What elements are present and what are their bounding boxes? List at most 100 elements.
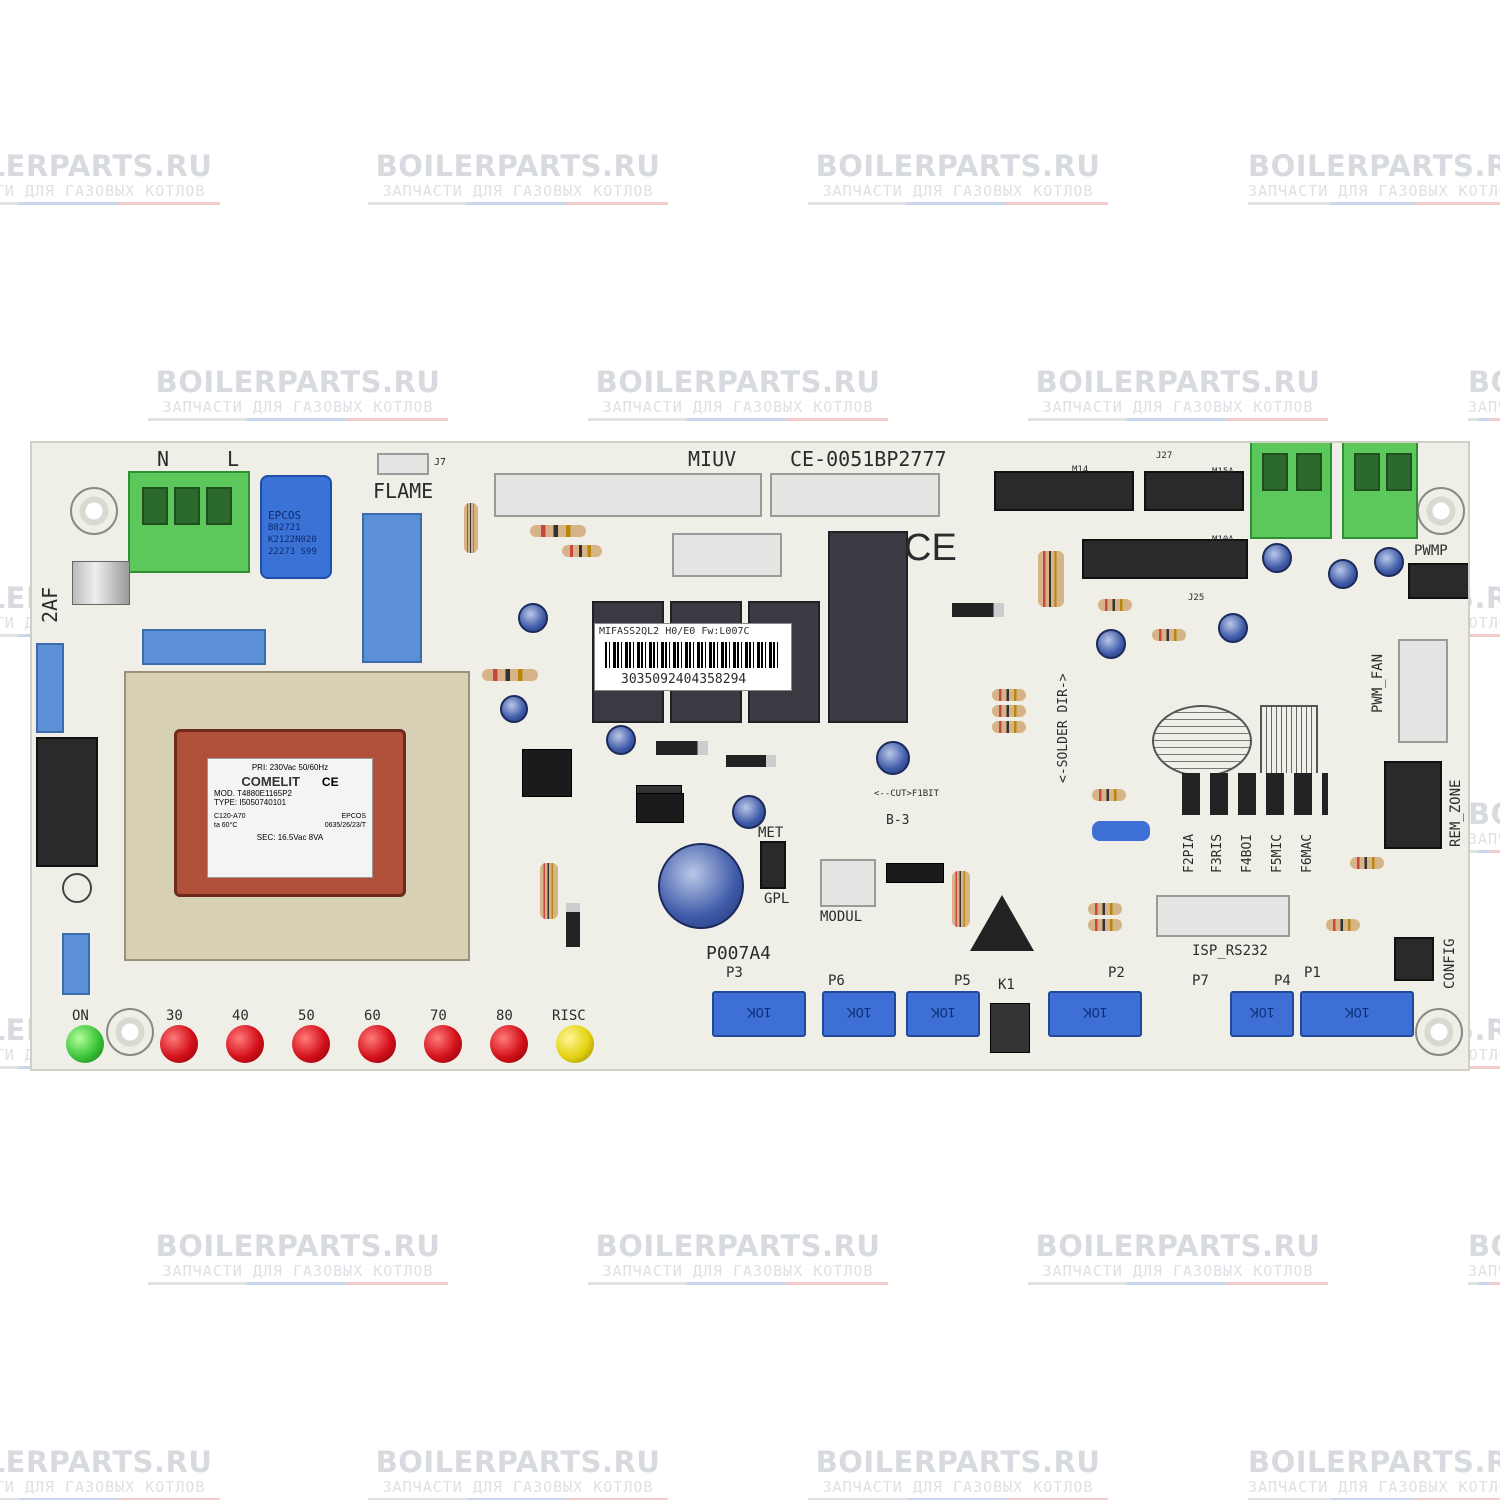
flame-connector: [377, 453, 429, 475]
resistor: [530, 525, 586, 537]
led-temp: [160, 1025, 198, 1063]
led-label: 50: [298, 1008, 315, 1024]
live-label: L: [227, 447, 240, 471]
circuit-board: N L EPCOS B82721 K2122N020 22273 S99 J7 …: [30, 441, 1470, 1071]
led-temp: [358, 1025, 396, 1063]
crystal: [1092, 821, 1150, 841]
led-label: 40: [232, 1008, 249, 1024]
potentiometer-p6: 10K: [822, 991, 896, 1037]
led-label: 70: [430, 1008, 447, 1024]
ground-icon: [62, 873, 92, 903]
ce-code-label: CE-0051BP2777: [790, 447, 947, 471]
electrolytic-capacitor: [658, 843, 744, 929]
transformer: PRI: 230Vac 50/60Hz COMELIT CE MOD. T488…: [124, 671, 470, 961]
pot-label-p6: P6: [828, 973, 845, 989]
x-capacitor: [62, 933, 90, 995]
isp-label: ISP_RS232: [1192, 943, 1268, 959]
relay: [828, 531, 908, 723]
transformer-label: PRI: 230Vac 50/60Hz COMELIT CE MOD. T488…: [207, 758, 373, 878]
model-label: MIUV: [688, 447, 737, 471]
electrolytic-capacitor: [876, 741, 910, 775]
connector-m14: [994, 471, 1134, 511]
diode: [726, 755, 776, 767]
x-capacitor: [362, 513, 422, 663]
pump-terminal: [1250, 443, 1332, 539]
pwm-fan-label: PWM_FAN: [1370, 653, 1386, 713]
led-temp: [490, 1025, 528, 1063]
isp-connector: [1156, 895, 1290, 937]
mounting-hole: [1415, 1008, 1463, 1056]
electrolytic-capacitor: [606, 725, 636, 755]
resistor: [992, 689, 1026, 701]
nord-gas-logo: [1152, 705, 1252, 777]
potentiometer-p1: 10K: [1300, 991, 1414, 1037]
electrolytic-capacitor: [1328, 559, 1358, 589]
connector-small: [672, 533, 782, 577]
power-transistor: [636, 793, 684, 823]
barcode: [605, 642, 781, 668]
config-label: CONFIG: [1442, 938, 1458, 989]
met-label: MET: [758, 825, 784, 841]
resistor: [1152, 629, 1186, 641]
m18-label: J7: [434, 457, 447, 468]
j25-label: J25: [1188, 593, 1205, 603]
side-connector: [36, 737, 98, 867]
mounting-hole: [106, 1008, 154, 1056]
comelit-logo: COMELIT: [241, 774, 300, 789]
transformer-core: PRI: 230Vac 50/60Hz COMELIT CE MOD. T488…: [174, 729, 406, 897]
modul-label: MODUL: [820, 909, 863, 925]
resistor: [1326, 919, 1360, 931]
nord-gas-logo-square: [1260, 705, 1318, 777]
pot-label-p2: P2: [1108, 965, 1125, 981]
pwmp-label: PWMP: [1414, 543, 1448, 559]
potentiometer-p2: 10K: [1048, 991, 1142, 1037]
m14-label: M14: [1072, 465, 1089, 475]
connector-m1: [770, 473, 940, 517]
connector-m10a: [1082, 539, 1248, 579]
pump-terminal: [1342, 443, 1418, 539]
config-connector: [1394, 937, 1434, 981]
electrolytic-capacitor: [500, 695, 528, 723]
led-temp: [226, 1025, 264, 1063]
diode: [656, 741, 708, 755]
resistor: [540, 863, 558, 919]
q10-transistor: [886, 863, 944, 883]
connector-m13: [494, 473, 762, 517]
jumper-label: F4BOI: [1240, 833, 1255, 873]
pot-label-p5: P5: [954, 973, 971, 989]
electrolytic-capacitor: [1096, 629, 1126, 659]
jumper-label: F2PIA: [1182, 833, 1197, 873]
resistor: [562, 545, 602, 557]
resistor: [482, 669, 538, 681]
resistor: [1038, 551, 1064, 607]
resistor: [1350, 857, 1384, 869]
potentiometer-p5: 10K: [906, 991, 980, 1037]
pot-label-p4: P4: [1274, 973, 1291, 989]
jumper-label: F5MIC: [1270, 833, 1285, 873]
mains-terminal-block: [128, 471, 250, 573]
k1-label: K1: [998, 977, 1015, 993]
potentiometer-p3: 10K: [712, 991, 806, 1037]
jumper-label: F3RIS: [1210, 833, 1225, 873]
firmware-sticker: MIFASS2QL2 H0/E0 Fw:L007C 30350924043582…: [594, 623, 792, 691]
resistor: [952, 871, 970, 927]
modul-connector: [820, 859, 876, 907]
led-on: [66, 1025, 104, 1063]
filter-capacitor: EPCOS B82721 K2122N020 22273 S99: [260, 475, 332, 579]
potentiometer-p4: 10K: [1230, 991, 1294, 1037]
m15a-label: M15A: [1212, 467, 1234, 477]
neutral-label: N: [157, 447, 170, 471]
